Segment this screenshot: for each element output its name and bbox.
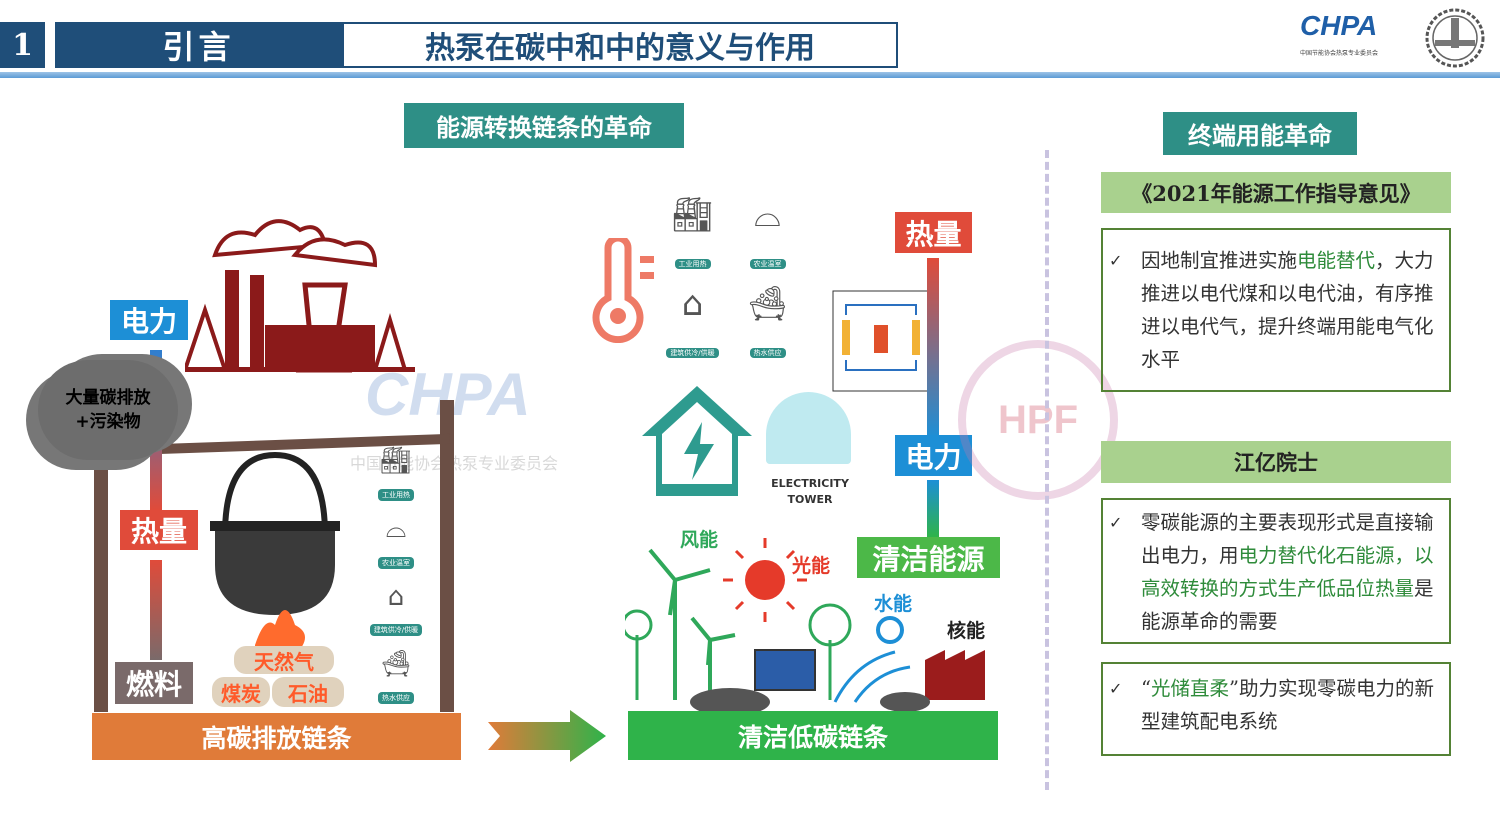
fuel-log-gas: 天然气 bbox=[234, 646, 334, 674]
wood-post-right bbox=[440, 400, 454, 712]
university-emblem-icon bbox=[1425, 8, 1485, 68]
old-heat-label: 热量 bbox=[120, 510, 198, 550]
cooking-pot-icon bbox=[210, 451, 340, 655]
nuclear-label: 核能 bbox=[947, 620, 986, 642]
text: 零碳能源的主要表现形式是直接输出电力，用 bbox=[1141, 511, 1434, 567]
policy-title: 《2021年能源工作指导意见》 bbox=[1101, 172, 1451, 213]
new-heat-label: 热量 bbox=[895, 212, 972, 253]
heat-uses-grid: 🏭︎ 工业用热 ⌓ 农业温室 ⌂ 建筑供冷/供暖 🛁︎ 热水供应 bbox=[655, 195, 805, 358]
heat-use-greenhouse: ⌓ 农业温室 bbox=[730, 195, 805, 284]
high-carbon-chain-bar: 高碳排放链条 bbox=[92, 713, 461, 760]
solar-panel-icon bbox=[754, 649, 816, 691]
arrow-up-electric-heat bbox=[927, 258, 939, 438]
heat-use-tag: 热水供应 bbox=[749, 348, 786, 358]
low-carbon-chain-bar: 清洁低碳链条 bbox=[628, 711, 998, 760]
policy-box: ✓ 因地制宜推进实施电能替代，大力推进以电代煤和以电代油，有序推进以电代气，提升… bbox=[1101, 228, 1451, 392]
heat-uses-left: 🏭︎ 工业用热 ⌓ 农业温室 ⌂ 建筑供冷/供暖 🛁︎ 热水供应 bbox=[362, 440, 430, 710]
heat-use-tag: 农业温室 bbox=[378, 557, 414, 570]
expert-title: 江亿院士 bbox=[1101, 441, 1451, 483]
highlight-text: 电能替代 bbox=[1297, 249, 1376, 272]
greenhouse-icon: ⌓ bbox=[754, 195, 781, 235]
transition-arrow-icon bbox=[488, 710, 606, 762]
greenhouse-icon: ⌓ bbox=[385, 513, 407, 544]
heat-use-hotwater: 🛁︎ 热水供应 bbox=[730, 284, 805, 373]
fuel-log-coal: 煤炭 bbox=[212, 677, 270, 707]
check-icon: ✓ bbox=[1109, 679, 1123, 698]
header-divider bbox=[0, 72, 1500, 78]
third-text: “光储直柔”助力实现零碳电力的新型建筑配电系统 bbox=[1141, 672, 1441, 744]
new-electricity-label: 电力 bbox=[895, 435, 972, 476]
section-divider bbox=[1045, 150, 1049, 790]
power-plant-icon bbox=[185, 219, 415, 373]
heat-use-tag: 热水供应 bbox=[378, 691, 414, 704]
house-icon: ⌂ bbox=[387, 581, 405, 612]
hydro-label: 水能 bbox=[874, 593, 913, 615]
emission-cloud: 大量碳排放 +污染物 bbox=[38, 360, 178, 460]
electric-house-icon bbox=[642, 386, 752, 496]
clean-energy-scene bbox=[625, 538, 985, 712]
electricity-tower-label: ELECTRICITY TOWER bbox=[771, 477, 849, 506]
arrow-up-clean bbox=[927, 480, 939, 537]
heat-use-tag: 农业温室 bbox=[749, 259, 786, 269]
logo-text: CHPA bbox=[1300, 10, 1378, 41]
fuel-label: 燃料 bbox=[115, 662, 193, 704]
wood-post-left bbox=[94, 450, 108, 712]
factory-icon: 🏭︎ bbox=[379, 446, 413, 477]
solar-label: 光能 bbox=[792, 555, 831, 577]
text: “ bbox=[1141, 677, 1151, 700]
logo-subtitle: 中国节能协会热泵专业委员会 bbox=[1300, 50, 1379, 57]
electricity-tower-icon bbox=[766, 392, 851, 464]
text: 是能源革命的需要 bbox=[1141, 577, 1434, 633]
chpa-logo: CHPA 中国节能协会热泵专业委员会 bbox=[1300, 10, 1410, 68]
expert-text: 零碳能源的主要表现形式是直接输出电力，用电力替代化石能源，以高效转换的方式生产低… bbox=[1141, 506, 1441, 633]
heat-use-industry: 🏭︎ 工业用热 bbox=[655, 195, 730, 284]
text: 因地制宜推进实施 bbox=[1141, 249, 1298, 272]
arrow-up-fuel bbox=[150, 560, 162, 660]
slide-title: 热泵在碳中和中的意义与作用 bbox=[342, 22, 898, 68]
house-icon: ⌂ bbox=[681, 284, 704, 324]
slide-number: 1 bbox=[0, 22, 45, 68]
fuel-log-oil: 石油 bbox=[272, 677, 344, 707]
sun-icon bbox=[745, 560, 785, 600]
bathtub-icon: 🛁︎ bbox=[379, 649, 413, 680]
heat-pump-diagram-icon bbox=[832, 290, 930, 392]
wind-label: 风能 bbox=[680, 529, 719, 551]
heat-use-tag: 工业用热 bbox=[378, 488, 414, 501]
factory-icon: 🏭︎ bbox=[670, 195, 715, 235]
highlight-text: 电力替代化石能源，以高效转换的方式生产低品位热量 bbox=[1141, 544, 1434, 600]
policy-text: 因地制宜推进实施电能替代，大力推进以电代煤和以电代油，有序推进以电代气，提升终端… bbox=[1141, 244, 1441, 380]
check-icon: ✓ bbox=[1109, 251, 1123, 270]
highlight-text: 光储直柔 bbox=[1150, 677, 1229, 700]
heat-use-building: ⌂ 建筑供冷/供暖 bbox=[655, 284, 730, 373]
heat-use-tag: 建筑供冷/供暖 bbox=[369, 624, 423, 637]
end-use-title: 终端用能革命 bbox=[1163, 112, 1357, 155]
wind-turbine-icon bbox=[648, 548, 736, 700]
check-icon: ✓ bbox=[1109, 513, 1123, 532]
old-electricity-label: 电力 bbox=[110, 300, 188, 340]
text: ，大力推进以电代煤和以电代油，有序推进以电代气，提升终端用能电气化水平 bbox=[1141, 249, 1434, 371]
text: ”助力实现零碳电力的新型建筑配电系统 bbox=[1141, 677, 1434, 733]
hpf-stamp: HPF bbox=[958, 340, 1118, 500]
heat-use-tag: 建筑供冷/供暖 bbox=[666, 348, 719, 358]
hydro-icon bbox=[876, 616, 904, 644]
thermometer-icon bbox=[592, 238, 654, 343]
expert-box: ✓ 零碳能源的主要表现形式是直接输出电力，用电力替代化石能源，以高效转换的方式生… bbox=[1101, 498, 1451, 644]
section-title: 引言 bbox=[55, 22, 342, 68]
clean-energy-label: 清洁能源 bbox=[857, 537, 1000, 578]
heat-use-tag: 工业用热 bbox=[674, 259, 711, 269]
bathtub-icon: 🛁︎ bbox=[745, 284, 790, 324]
watermark-subtitle: 中国节能协会热泵专业委员会 bbox=[350, 454, 559, 473]
energy-chain-title: 能源转换链条的革命 bbox=[404, 103, 684, 148]
nuclear-plant-icon bbox=[925, 650, 985, 700]
third-box: ✓ “光储直柔”助力实现零碳电力的新型建筑配电系统 bbox=[1101, 662, 1451, 756]
